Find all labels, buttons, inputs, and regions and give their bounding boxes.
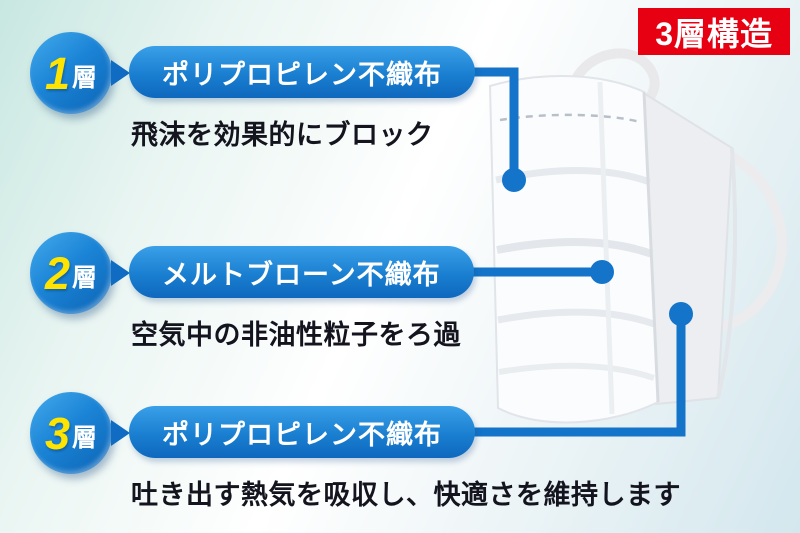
- triangle-right-icon: [111, 60, 130, 86]
- layer-description-3: 吐き出す熱気を吸収し、快適さを維持します: [131, 480, 681, 510]
- layer-number-badge-2: 2 層: [30, 232, 112, 314]
- triangle-right-icon: [111, 260, 130, 286]
- layer-number: 1: [44, 47, 70, 99]
- material-pill-2: メルトブローン不織布: [129, 246, 474, 298]
- layer-number: 3: [44, 407, 70, 459]
- layer-number-badge-1: 1 層: [30, 32, 112, 114]
- layer-number: 2: [44, 247, 70, 299]
- layer-description-2: 空気中の非油性粒子をろ過: [131, 320, 461, 350]
- layer-unit: 層: [72, 264, 98, 292]
- title-badge: 3層構造: [638, 8, 790, 55]
- layer-row-3: 3 層 ポリプロピレン不織布 吐き出す熱気を吸収し、快適さを維持します: [0, 392, 800, 533]
- material-pill-3: ポリプロピレン不織布: [129, 406, 475, 458]
- layer-unit: 層: [72, 64, 98, 92]
- triangle-right-icon: [111, 420, 130, 446]
- layer-description-1: 飛沫を効果的にブロック: [131, 120, 434, 150]
- material-pill-1: ポリプロピレン不織布: [129, 46, 475, 98]
- layer-unit: 層: [72, 424, 98, 452]
- layer-row-1: 1 層 ポリプロピレン不織布 飛沫を効果的にブロック: [0, 32, 800, 182]
- layer-number-badge-3: 3 層: [30, 392, 112, 474]
- layer-row-2: 2 層 メルトブローン不織布 空気中の非油性粒子をろ過: [0, 232, 800, 382]
